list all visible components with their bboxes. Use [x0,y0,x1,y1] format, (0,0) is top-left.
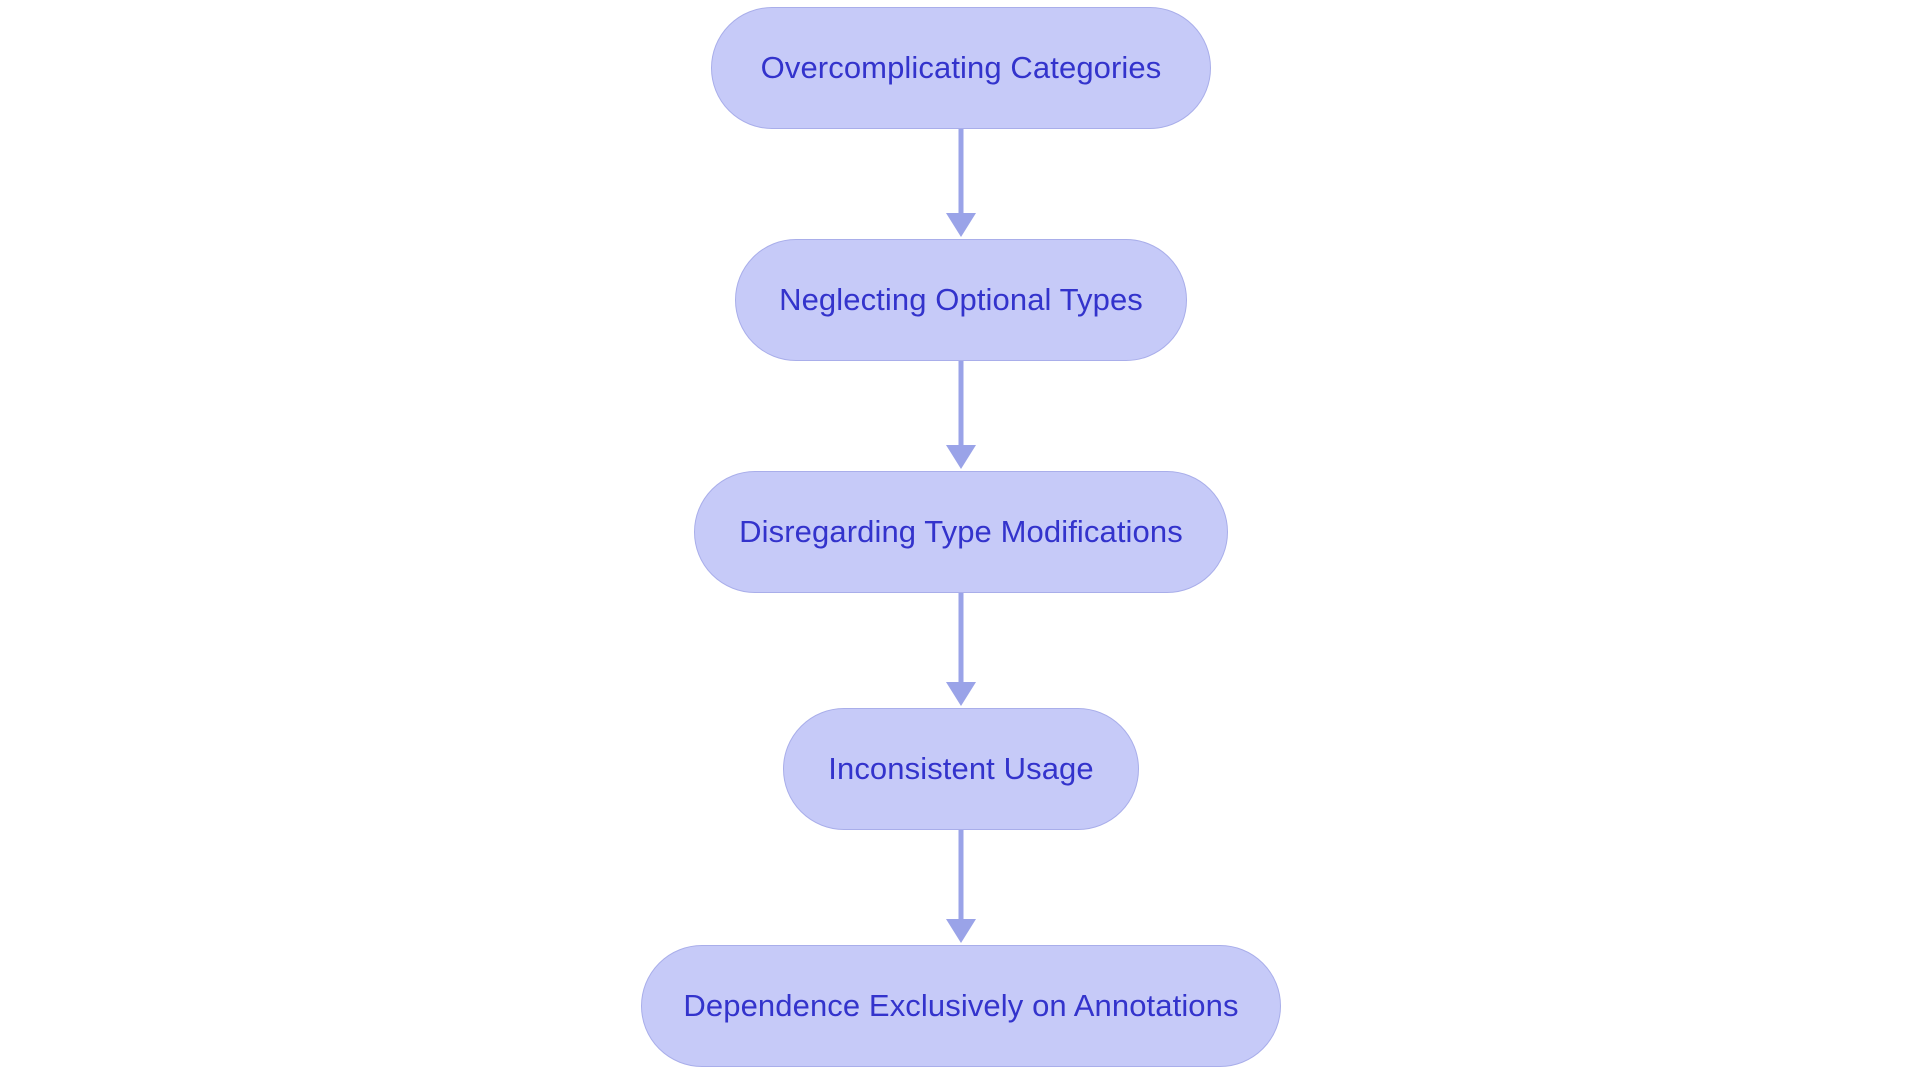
flow-node-overcomplicating-categories[interactable]: Overcomplicating Categories [711,7,1211,129]
flow-node-inconsistent-usage[interactable]: Inconsistent Usage [783,708,1139,830]
edge-n3-n4 [946,593,976,706]
flow-node-dependence-exclusively-on-annotations[interactable]: Dependence Exclusively on Annotations [641,945,1281,1067]
flow-node-disregarding-type-modifications[interactable]: Disregarding Type Modifications [694,471,1228,593]
flow-node-label: Neglecting Optional Types [779,281,1143,317]
edge-n4-n5 [946,830,976,943]
flow-node-label: Disregarding Type Modifications [739,513,1183,549]
edge-n1-n2 [946,129,976,237]
arrowhead-icon-n2-n3 [946,445,976,469]
arrowhead-icon-n4-n5 [946,919,976,943]
arrowhead-icon-n1-n2 [946,213,976,237]
flow-node-label: Overcomplicating Categories [760,49,1162,85]
arrowhead-icon-n3-n4 [946,682,976,706]
flow-node-label: Dependence Exclusively on Annotations [683,987,1239,1023]
edge-n2-n3 [946,361,976,469]
flow-node-label: Inconsistent Usage [828,750,1094,786]
flow-node-neglecting-optional-types[interactable]: Neglecting Optional Types [735,239,1187,361]
